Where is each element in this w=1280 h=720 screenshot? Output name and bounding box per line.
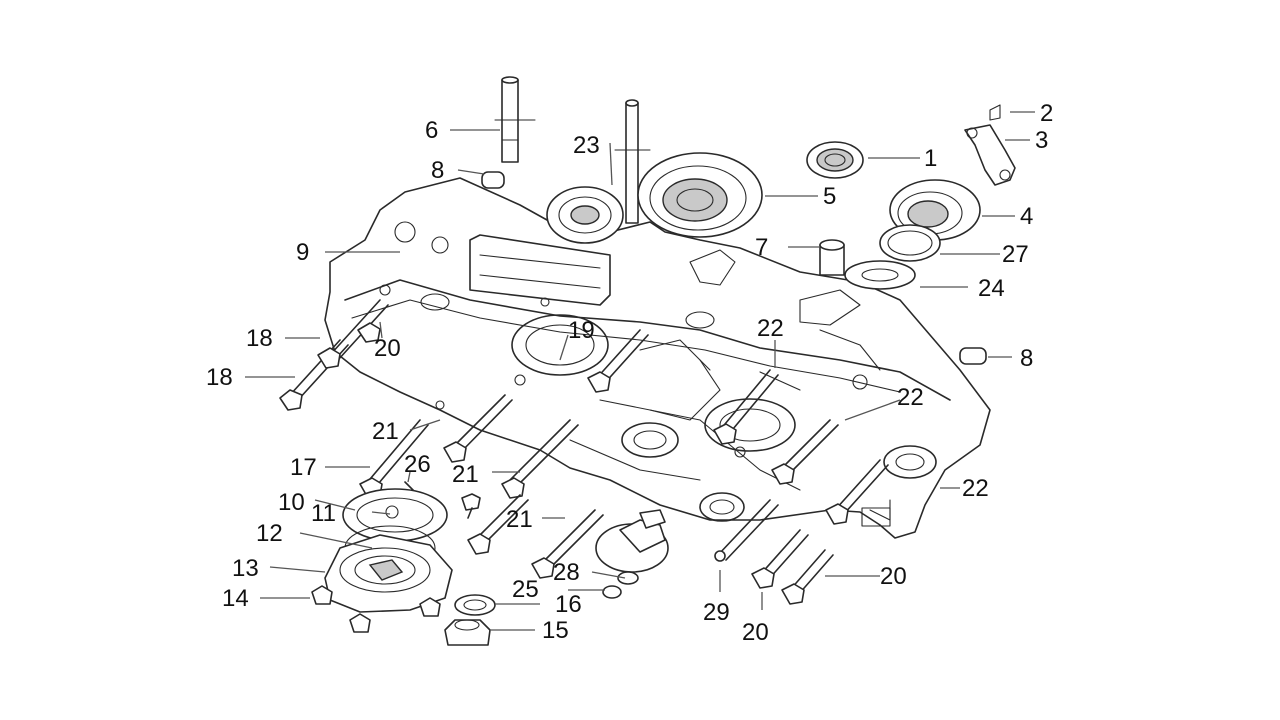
- callout-labels: 1 2 3 4 5 6 7 8 8 9 10 11 12 13 14 15 16…: [206, 100, 1053, 646]
- callout-28: 28: [553, 559, 580, 586]
- drain-plug-group: [444, 594, 496, 646]
- bearing-23: [546, 186, 624, 244]
- leader-lines: [245, 111, 1035, 631]
- callout-29: 29: [703, 599, 730, 626]
- dowel-8-top: [481, 171, 505, 189]
- callout-8-top: 8: [431, 157, 444, 184]
- callout-24: 24: [978, 275, 1005, 302]
- callout-8-right: 8: [1020, 345, 1033, 372]
- callout-9: 9: [296, 239, 309, 266]
- callout-18-a: 18: [246, 325, 273, 352]
- callout-21-b: 21: [452, 461, 479, 488]
- callout-12: 12: [256, 520, 283, 547]
- bracket-3: [964, 104, 1016, 186]
- callout-2: 2: [1040, 100, 1053, 127]
- callout-1: 1: [924, 145, 937, 172]
- sleeve-7: [819, 239, 845, 276]
- callout-19: 19: [568, 317, 595, 344]
- dowel-8-right: [959, 347, 987, 365]
- callout-13: 13: [232, 555, 259, 582]
- washer-24: [844, 260, 916, 290]
- callout-15: 15: [542, 617, 569, 644]
- callout-22-b: 22: [897, 384, 924, 411]
- callout-25: 25: [512, 576, 539, 603]
- callout-10: 10: [278, 489, 305, 516]
- shaft-6: [494, 76, 536, 163]
- callout-22-c: 22: [962, 475, 989, 502]
- strainer-group: [595, 509, 669, 599]
- bearing-5: [637, 152, 763, 238]
- callout-20-c: 20: [742, 619, 769, 646]
- pump-cover-group: [311, 488, 453, 633]
- callout-20-a: 20: [374, 335, 401, 362]
- callout-14: 14: [222, 585, 249, 612]
- callout-3: 3: [1035, 127, 1048, 154]
- callout-17: 17: [290, 454, 317, 481]
- callout-20-b: 20: [880, 563, 907, 590]
- callout-27: 27: [1002, 241, 1029, 268]
- callout-7: 7: [755, 234, 768, 261]
- callout-11: 11: [311, 500, 336, 527]
- callout-4: 4: [1020, 203, 1033, 230]
- callout-22-a: 22: [757, 315, 784, 342]
- callout-21-a: 21: [372, 418, 399, 445]
- callout-21-c: 21: [506, 506, 533, 533]
- callout-23: 23: [573, 132, 600, 159]
- callout-18-b: 18: [206, 364, 233, 391]
- bolts: [279, 299, 889, 605]
- callout-16: 16: [555, 591, 582, 618]
- seal-27: [879, 224, 941, 262]
- callout-5: 5: [823, 183, 836, 210]
- callout-6: 6: [425, 117, 438, 144]
- shaft-center: [614, 99, 651, 224]
- bearing-1: [806, 141, 864, 179]
- callout-26: 26: [404, 451, 431, 478]
- crankcase-housing: [324, 177, 991, 539]
